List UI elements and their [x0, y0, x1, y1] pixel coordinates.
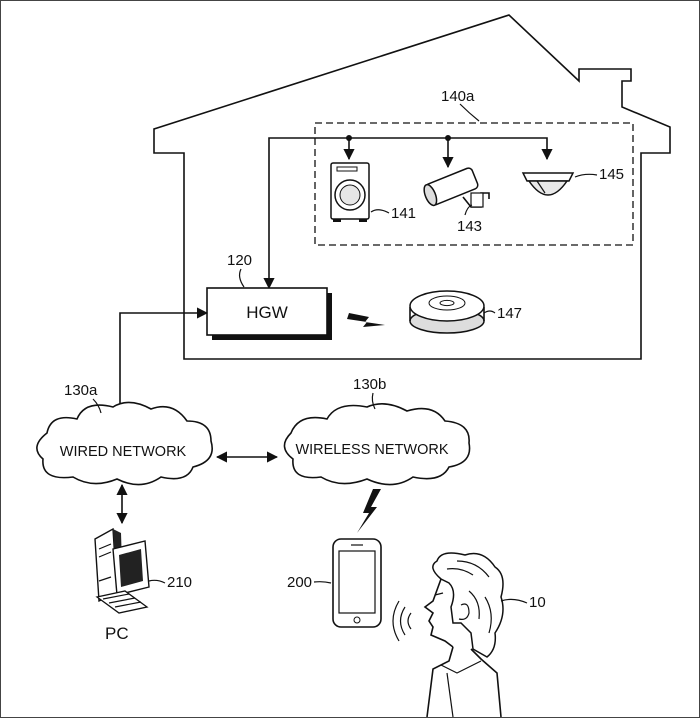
pc-ref: 210 — [167, 574, 192, 591]
washing-machine-icon — [330, 162, 370, 222]
phone-ref: 200 — [287, 574, 312, 591]
wireless-network-ref: 130b — [353, 376, 386, 393]
robot-vacuum-ref: 147 — [497, 305, 522, 322]
security-camera-icon — [423, 167, 490, 208]
hgw-box: HGW — [206, 287, 332, 340]
hgw-label: HGW — [246, 303, 288, 322]
security-camera-ref: 143 — [457, 218, 482, 235]
dome-camera-ref: 145 — [599, 166, 624, 183]
wireless-bolt-icon — [347, 313, 385, 327]
device-bus — [263, 135, 553, 290]
dome-camera-icon — [521, 172, 575, 196]
smartphone-icon — [332, 538, 382, 628]
robot-vacuum-icon — [409, 290, 485, 334]
washing-machine-ref: 141 — [391, 205, 416, 222]
wired-network-cloud: WIRED NETWORK — [36, 401, 213, 486]
wired-network-label: WIRED NETWORK — [60, 444, 187, 460]
voice-waves-icon — [392, 600, 412, 642]
phone-signal-bolt-icon — [357, 489, 381, 533]
wired-network-ref: 130a — [64, 382, 98, 399]
wireless-network-label: WIRELESS NETWORK — [295, 442, 448, 458]
hgw-ref: 120 — [227, 252, 252, 269]
hgw-wired-link — [114, 307, 209, 417]
user-person-icon — [423, 552, 504, 718]
wireless-network-cloud: WIRELESS NETWORK — [283, 403, 471, 486]
user-ref: 10 — [529, 594, 546, 611]
pc-label: PC — [105, 624, 129, 643]
pc-icon — [94, 527, 150, 614]
device-group-ref: 140a — [441, 88, 475, 105]
house-outline — [153, 14, 671, 360]
